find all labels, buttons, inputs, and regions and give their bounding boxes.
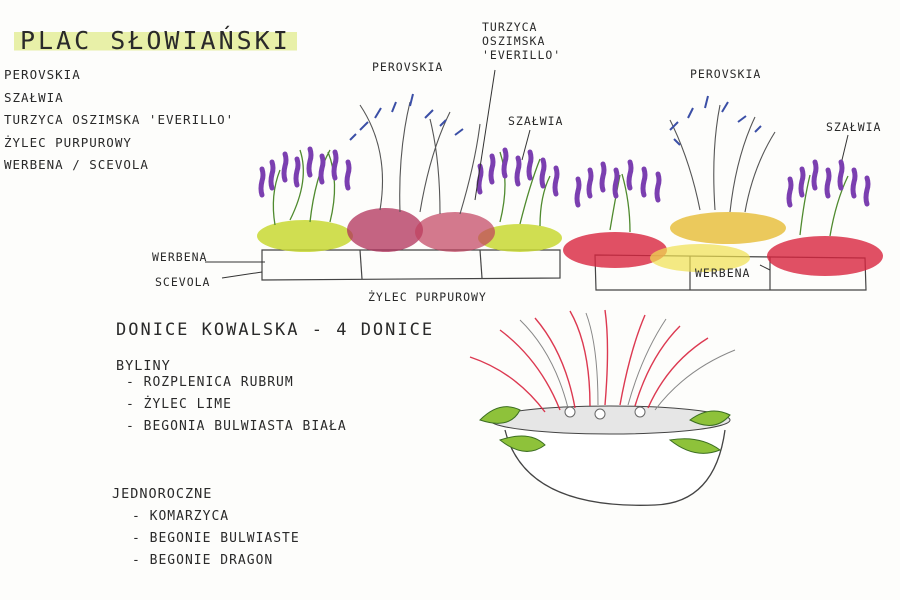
label-perovskia-right: PEROVSKIA xyxy=(690,67,762,81)
list-item: - ŻYLEC LIME xyxy=(126,397,232,412)
label-turzyca-line: TURZYCA xyxy=(482,20,538,34)
group-title-byliny: BYLINY xyxy=(116,358,171,374)
label-werbena-right: WERBENA xyxy=(695,266,751,280)
page-title: PLAC SŁOWIAŃSKI xyxy=(14,26,297,55)
right-salvia-spikes xyxy=(577,162,868,205)
plant-list-item: SZAŁWIA xyxy=(4,89,64,105)
label-szalwia-right: SZAŁWIA xyxy=(826,120,882,134)
list-item: - BEGONIE BULWIASTE xyxy=(132,531,300,546)
round-pot xyxy=(469,309,736,506)
label-zylec: ŻYLEC PURPUROWY xyxy=(368,290,487,304)
plant-list-item: TURZYCA OSZIMSKA 'EVERILLO' xyxy=(4,112,235,127)
group-list-byliny: - ROZPLENICA RUBRUM - ŻYLEC LIME - BEGON… xyxy=(126,372,347,438)
list-item: - ROZPLENICA RUBRUM xyxy=(126,375,294,390)
label-turzyca-line: 'EVERILLO' xyxy=(482,48,562,62)
label-turzyca: TURZYCA OSZIMSKA 'EVERILLO' xyxy=(482,20,561,62)
plant-list-item: PEROVSKIA xyxy=(4,67,81,82)
left-perovskia xyxy=(349,93,464,141)
list-item: - BEGONIE DRAGON xyxy=(132,553,274,568)
right-perovskia xyxy=(669,95,762,146)
right-foliage xyxy=(563,104,883,276)
list-item: - KOMARZYCA xyxy=(132,509,230,524)
label-perovskia-left: PEROVSKIA xyxy=(372,60,444,74)
label-szalwia-left: SZAŁWIA xyxy=(508,114,564,128)
plant-list-item: WERBENA / SCEVOLA xyxy=(4,157,149,172)
plant-list-item: ŻYLEC PURPUROWY xyxy=(4,134,132,150)
list-item: - BEGONIA BULWIASTA BIAŁA xyxy=(126,419,347,434)
label-werbena-left: WERBENA xyxy=(152,250,208,264)
group-title-jednoroczne: JEDNOROCZNE xyxy=(112,486,213,502)
left-foliage xyxy=(257,101,562,252)
left-planter xyxy=(261,249,561,281)
label-scevola: SCEVOLA xyxy=(155,275,211,289)
group-list-jednoroczne: - KOMARZYCA - BEGONIE BULWIASTE - BEGONI… xyxy=(132,506,300,572)
label-turzyca-line: OSZIMSKA xyxy=(482,34,546,48)
left-salvia-spikes xyxy=(261,149,557,195)
section-heading: DONICE KOWALSKA - 4 donice xyxy=(116,320,435,340)
plant-list: PEROVSKIA SZAŁWIA TURZYCA OSZIMSKA 'EVER… xyxy=(4,64,234,177)
